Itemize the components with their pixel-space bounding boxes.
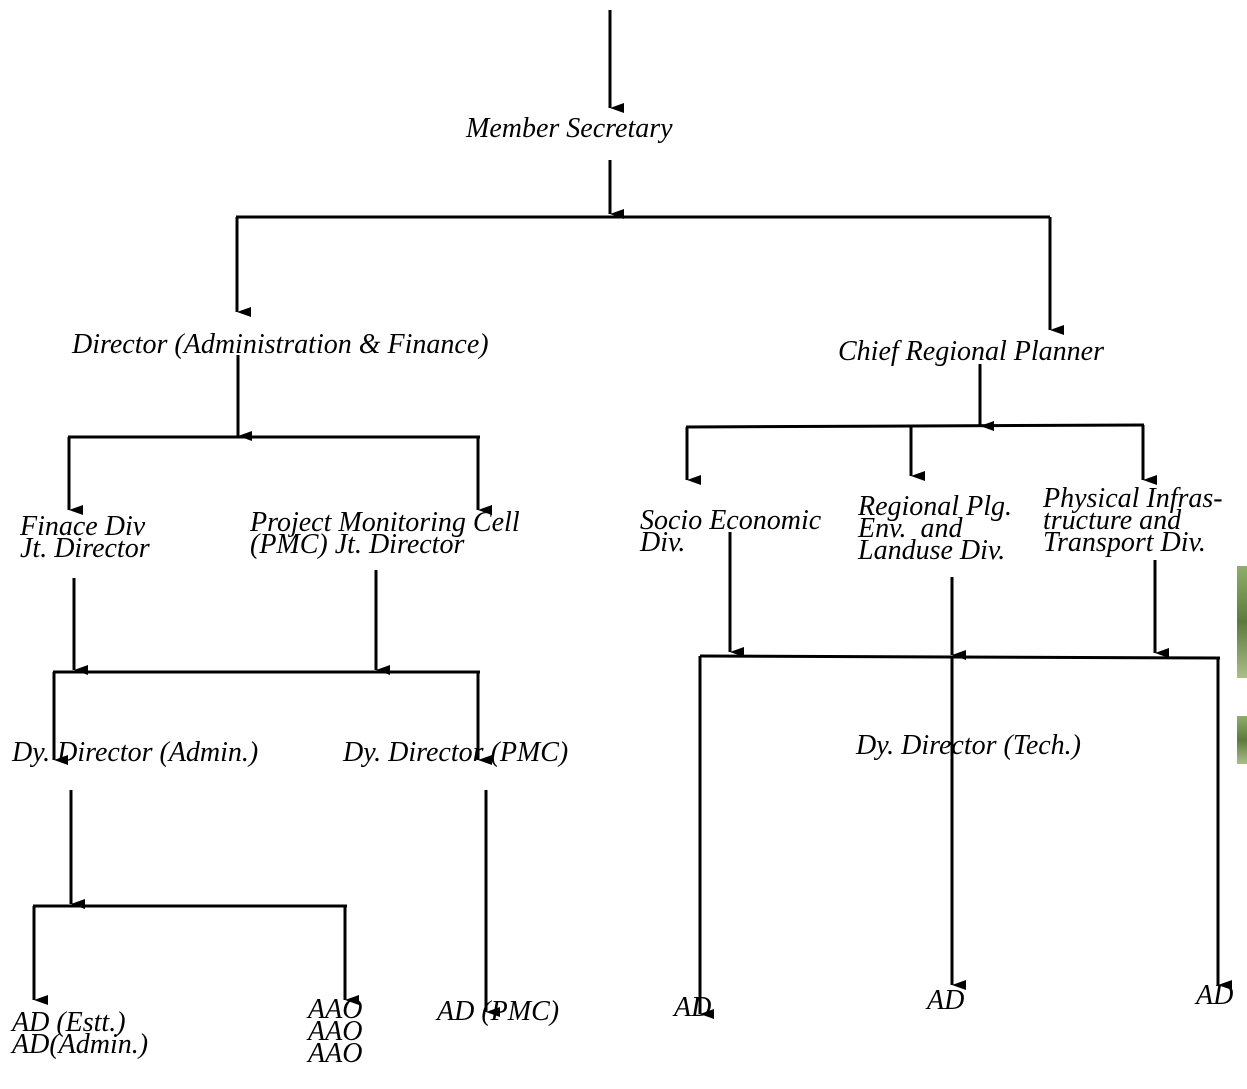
dy-director-tech-label: Dy. Director (Tech.) [856,730,1081,761]
ad-pmc-label: AD (PMC) [437,996,560,1027]
ad-estt-admin-label: AD (Estt.) AD(Admin.) [12,1007,149,1060]
ad-left-label: AD [674,992,712,1023]
finance-div-label: Finace Div Jt. Director [20,511,150,564]
chief-regional-planner-label: Chief Regional Planner [838,336,1104,367]
photo-fragment-top [1237,566,1247,678]
dy-director-admin-label: Dy. Director (Admin.) [12,737,259,768]
director-admin-finance-label: Director (Administration & Finance) [72,329,489,360]
pmc-cell-label: Project Monitoring Cell (PMC) Jt. Direct… [250,507,520,560]
socio-economic-label: Socio Economic Div. [640,505,822,558]
dy-director-pmc-label: Dy. Director (PMC) [343,737,569,768]
member-secretary-label: Member Secretary [466,113,673,144]
tech-bus [699,654,1221,660]
ad-right-label: AD [1196,980,1234,1011]
physical-infrastructure-label: Physical Infras- tructure and Transport … [1043,483,1223,558]
regional-plg-label: Regional Plg. Env. and Landuse Div. [858,491,1012,566]
photo-fragment-bottom [1237,716,1247,764]
ad-middle-label: AD [927,985,965,1016]
planning-bus [685,423,1145,429]
aao-list-label: AAO AAO AAO [308,994,363,1069]
